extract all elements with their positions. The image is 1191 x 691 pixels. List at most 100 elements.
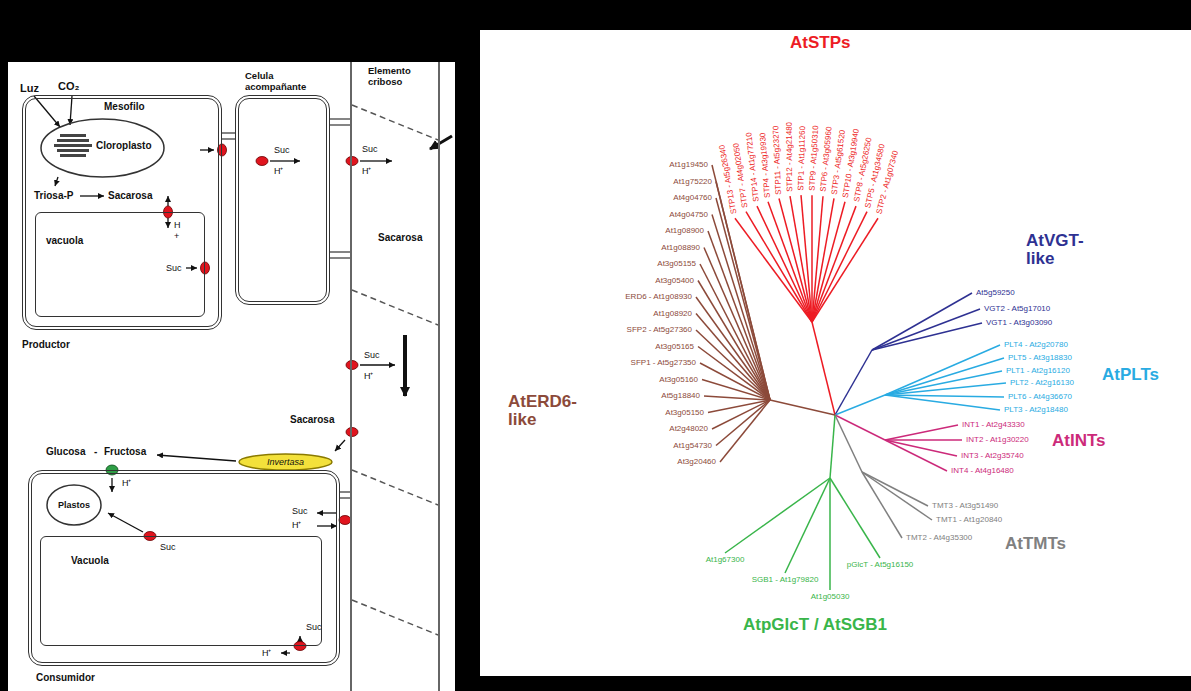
clade-title: AtpGlcT / AtSGB1 (743, 616, 887, 634)
tree-branch (696, 314, 770, 401)
gene-label: SFP2 - At5g27360 (627, 325, 692, 335)
gene-label: VGT1 - At3g03090 (986, 318, 1052, 328)
ellipse-shape (47, 485, 101, 525)
diagram-label: Suc (274, 145, 290, 155)
tree-branch (872, 323, 982, 350)
sieve-element: Elemento criboso (350, 62, 440, 691)
tree-branch (830, 478, 880, 558)
gene-label: At1g75220 (673, 177, 712, 187)
gene-label: TMT2 - At4g35300 (906, 533, 972, 543)
tree-branch (835, 415, 885, 440)
tree-branch (835, 415, 862, 472)
chloroplast: Cloroplasto (40, 118, 165, 178)
sieve-plates (352, 105, 438, 635)
tree-branch (698, 347, 770, 401)
arrows (34, 96, 395, 653)
tree-branch (768, 202, 812, 322)
tree-branch (770, 400, 835, 415)
invertase: Invertasa (238, 453, 333, 471)
tree-branch (812, 218, 878, 322)
gene-label: TMT3 - At3g51490 (932, 501, 998, 511)
tree-branch (708, 231, 770, 400)
gene-label: INT4 - At4g16480 (951, 466, 1014, 476)
tree-branch (885, 371, 1002, 395)
node-label: Consumidor (36, 672, 95, 684)
diagram-label: + (174, 231, 179, 241)
diagram-label: Suc (362, 144, 378, 154)
node-label: Plastos (58, 500, 90, 510)
gene-label: PLT2 - At2g16130 (1010, 378, 1074, 388)
clade-title: AtSTPs (790, 34, 850, 52)
gene-label: INT3 - At2g35740 (961, 451, 1024, 461)
diagram-label: Glucosa (46, 446, 85, 458)
tree-branch (700, 363, 770, 400)
diagram-label: H (174, 220, 181, 230)
tree-branch (801, 195, 812, 322)
tree-branch (702, 380, 770, 401)
tree-branch (698, 281, 770, 401)
flow-arrow (430, 136, 452, 149)
gene-label: At3g05155 (657, 259, 696, 269)
tree-branch (785, 478, 830, 573)
gene-label: At4g04750 (669, 210, 708, 220)
tree-branch (885, 425, 958, 440)
gene-label: At3g05160 (659, 375, 698, 385)
diagram-label: Fructosa (104, 446, 146, 458)
tree-branch (885, 440, 947, 471)
gene-label: At1g05030 (811, 592, 850, 602)
tree-branch (704, 248, 770, 401)
clade-title: AtERD6- like (508, 393, 594, 429)
gene-label: At4g04760 (673, 193, 712, 203)
gene-label: STP1 - At1g11260 (796, 126, 807, 191)
ellipse-shape (41, 119, 164, 177)
diagram-label: H⁺ (262, 648, 272, 658)
tree-branch (862, 472, 902, 538)
gene-label: INT2 - At1g30220 (966, 435, 1029, 445)
tree-branch (835, 350, 872, 415)
gene-label: PLT6 - At4g36670 (1008, 392, 1072, 402)
gene-label: INT1 - At2g43330 (962, 420, 1025, 430)
tree-branch (872, 293, 972, 350)
node-label: Cloroplasto (96, 140, 152, 152)
gene-label: At3g05150 (665, 408, 704, 418)
clade-title: AtPLTs (1102, 366, 1159, 384)
tree-branch (812, 212, 867, 322)
diagram-label: H⁺ (274, 166, 284, 176)
tree-branch (716, 400, 770, 446)
tree-branch (696, 297, 770, 400)
vacuole: Vacuola (40, 536, 322, 646)
sink-cell: ConsumidorPlastosVacuola (28, 470, 340, 666)
tree-branch (716, 182, 770, 401)
gene-label: At3g05165 (655, 342, 694, 352)
clade-title: AtVGT- like (1026, 232, 1098, 268)
gene-label: ERD6 - At1g08930 (625, 292, 692, 302)
gene-label: At5g59250 (976, 288, 1015, 298)
tree-branch (696, 330, 770, 400)
gene-label: PLT3 - At2g18480 (1004, 405, 1068, 415)
gene-label: At1g67300 (706, 555, 745, 565)
node-label: Celula acompañante (245, 71, 333, 93)
cell-caption: Productor (22, 339, 70, 351)
diagram-label: H⁺ (292, 520, 302, 530)
tree-branch (885, 383, 1006, 395)
gene-label: STP12 - At4g21480 (785, 122, 795, 192)
flow-arrow (403, 335, 407, 396)
tree-branch (885, 395, 1000, 410)
gene-label: At1g08890 (661, 243, 700, 253)
gene-label: STP4 - At3g19930 (758, 132, 772, 198)
gene-label: At1g08900 (665, 226, 704, 236)
tree-branch (812, 322, 835, 415)
gene-label: TMT1 - At1g20840 (936, 515, 1002, 525)
plastid: Plastos (46, 484, 102, 526)
diagram-label: Triosa-P (34, 190, 73, 202)
diagram-label: Sacarosa (290, 414, 334, 426)
gene-label: PLT1 - At2g16120 (1006, 366, 1070, 376)
tree-branch (885, 345, 1000, 395)
grana (54, 134, 92, 157)
node-label: Vacuola (71, 555, 109, 567)
clade-title: AtINTs (1052, 432, 1106, 450)
gene-label: At1g19450 (669, 160, 708, 170)
tree-branch (704, 396, 770, 400)
tree-branch (872, 309, 980, 350)
